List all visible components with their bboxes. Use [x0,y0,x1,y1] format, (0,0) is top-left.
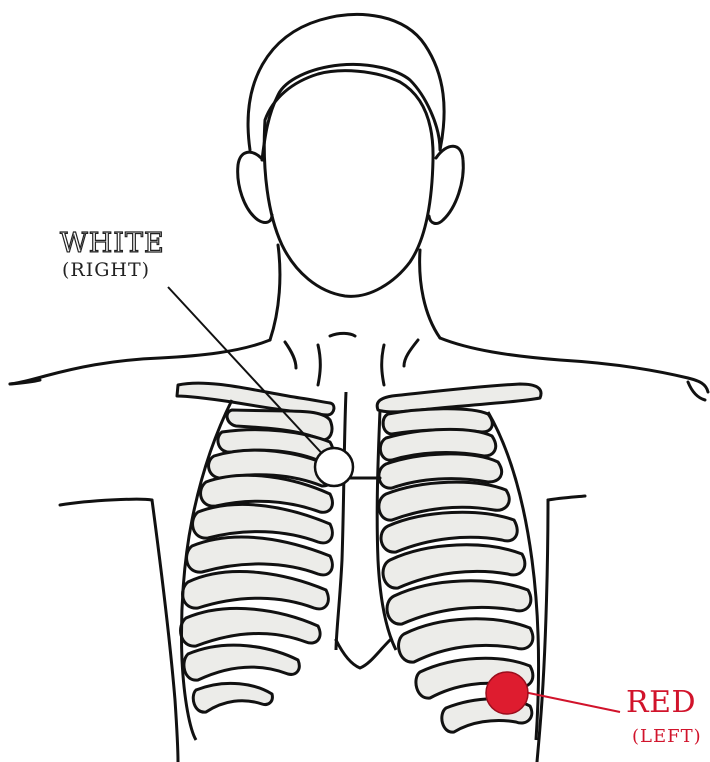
red-electrode [486,672,528,714]
torso-outline [10,333,708,762]
head [238,14,464,340]
red-electrode-side-label: (LEFT) [632,728,702,746]
white-electrode [315,448,353,486]
white-electrode-label: WHITE [60,230,165,257]
ribcage-right-side [177,383,346,740]
white-electrode-side-label: (RIGHT) [62,261,150,280]
red-electrode-label: RED [626,688,696,718]
